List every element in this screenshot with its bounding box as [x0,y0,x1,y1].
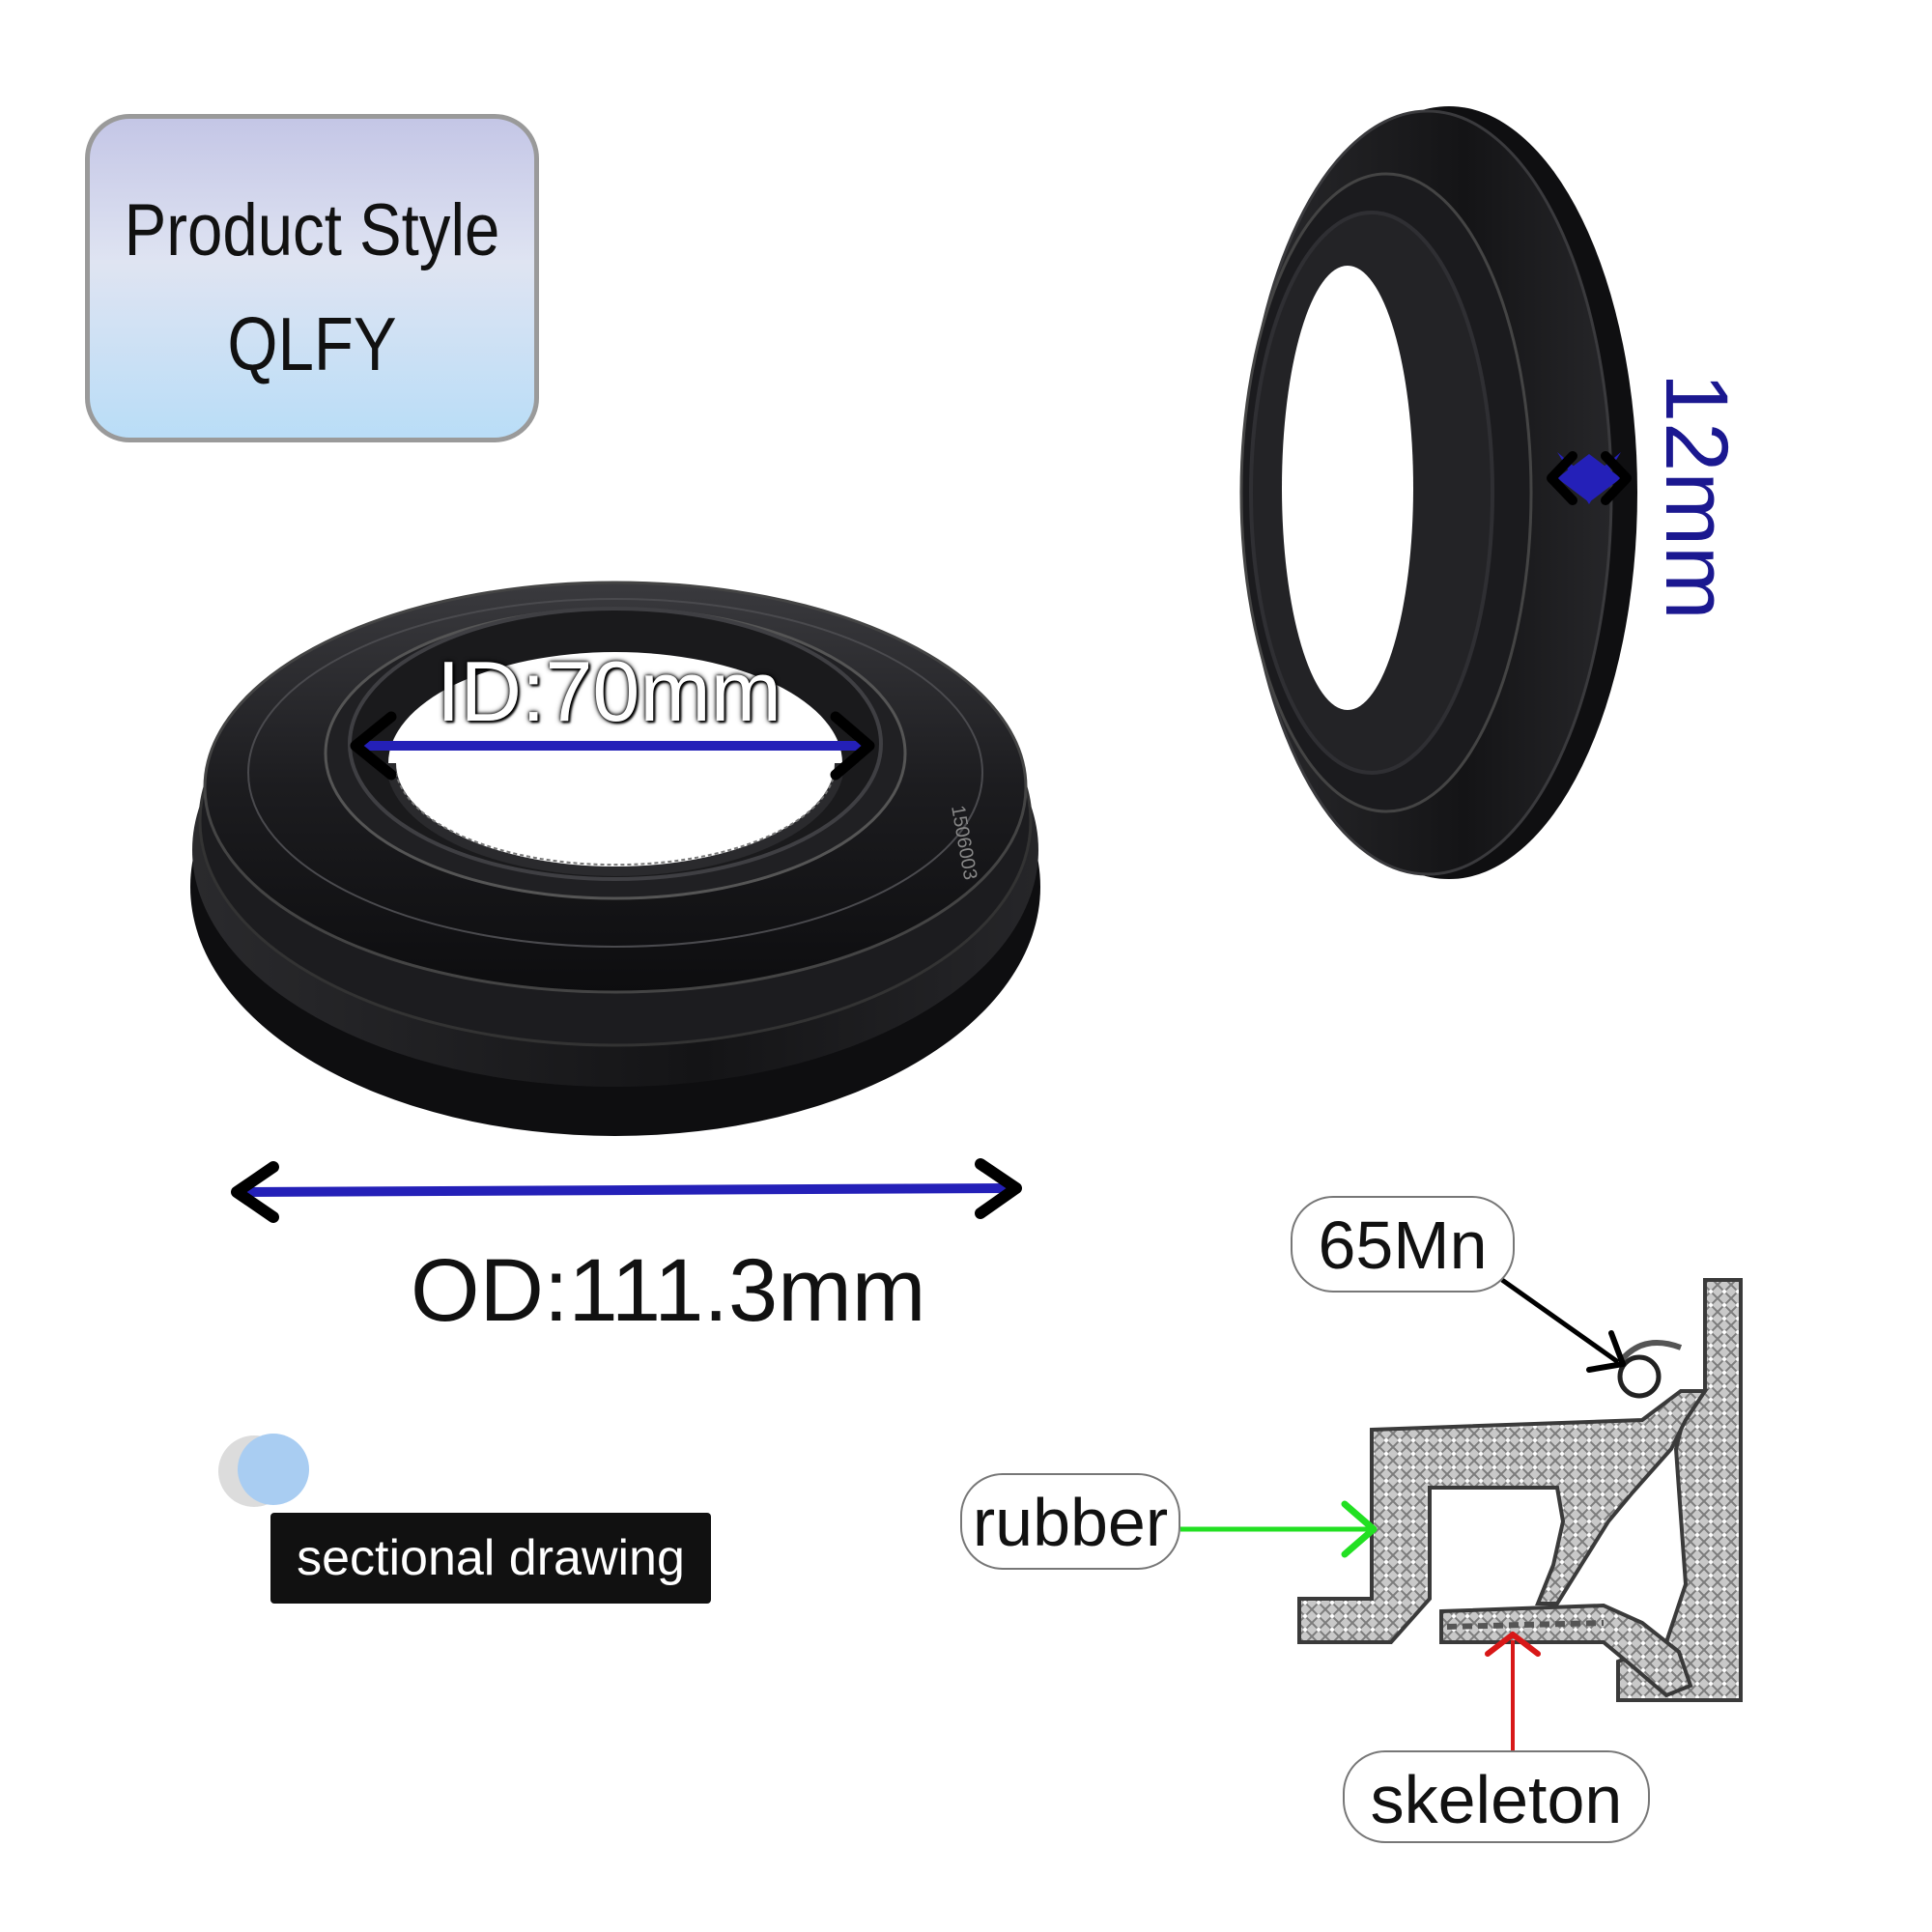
thickness-label: 12mm [1647,373,1746,620]
id-dimension-arrow [350,711,875,781]
callout-rubber-label: rubber [960,1473,1180,1570]
sectional-drawing-label: sectional drawing [270,1513,711,1604]
product-style-title: Product Style [124,189,500,271]
product-style-card: Product Style QLFY [85,114,539,442]
oil-seal-side-view [1239,106,1637,879]
outer-diameter-label: OD:111.3mm [411,1241,926,1340]
callout-skeleton-label: skeleton [1343,1750,1650,1843]
oil-seal-main-view: 1506003 [190,581,1040,1136]
product-style-value: QLFY [227,301,397,386]
decorative-dot-blue [238,1434,309,1505]
callout-65mn-label: 65Mn [1291,1196,1515,1293]
thickness-dimension-arrow [1547,451,1632,505]
callout-skeleton-arrow [1485,1632,1541,1750]
inner-diameter-label: ID:70mm [437,643,781,739]
callout-rubber-arrow [1180,1500,1378,1558]
od-dimension-arrow [231,1158,1022,1223]
callout-65mn-arrow [1500,1277,1626,1373]
